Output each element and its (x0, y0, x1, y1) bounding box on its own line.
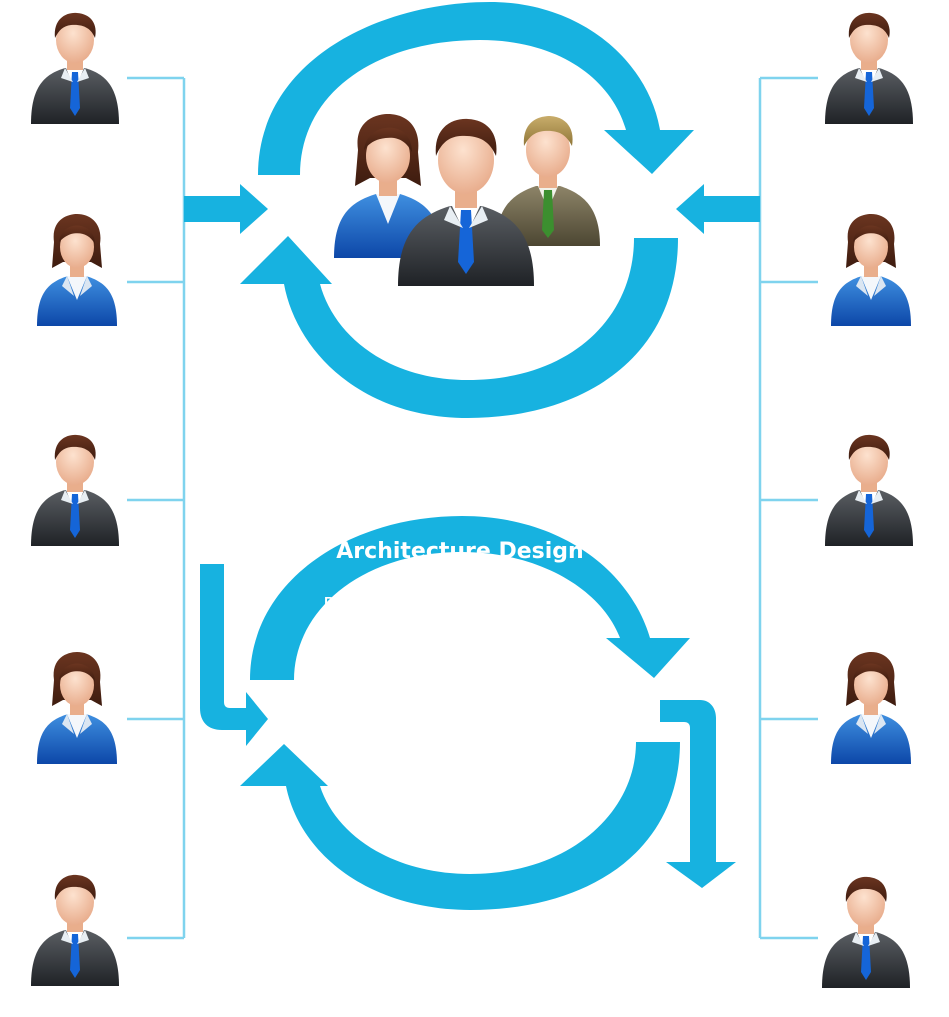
lower-cycle-top-label: Requirements Specification (323, 593, 597, 617)
person-right-5 (822, 876, 910, 988)
person-left-4 (37, 652, 117, 764)
upper-cycle-arrows (240, 2, 694, 418)
team-group-icon (334, 114, 600, 286)
person-right-4 (831, 652, 911, 764)
person-left-2 (37, 214, 117, 326)
upper-inflow-arrow-left (184, 184, 268, 234)
left-people-column (31, 12, 119, 986)
lower-cycle-arrows (240, 516, 690, 910)
right-connector-bracket (758, 76, 818, 940)
upper-inflow-arrow-right (676, 184, 760, 234)
person-left-1 (31, 12, 119, 125)
lower-inflow-elbow-arrow (200, 564, 268, 746)
centre-glyph: n (454, 434, 490, 499)
right-people-column (822, 12, 913, 988)
left-connector-bracket (127, 76, 186, 940)
lower-cycle-bottom-label: Feedback and Testing (358, 801, 574, 825)
person-right-2 (831, 214, 911, 326)
person-right-3 (825, 434, 913, 546)
person-right-1 (825, 12, 913, 125)
lower-cycle-title: Architecture Design (336, 539, 583, 564)
person-left-3 (31, 434, 119, 546)
person-left-5 (31, 874, 119, 986)
lower-outflow-elbow-arrow (660, 700, 736, 888)
